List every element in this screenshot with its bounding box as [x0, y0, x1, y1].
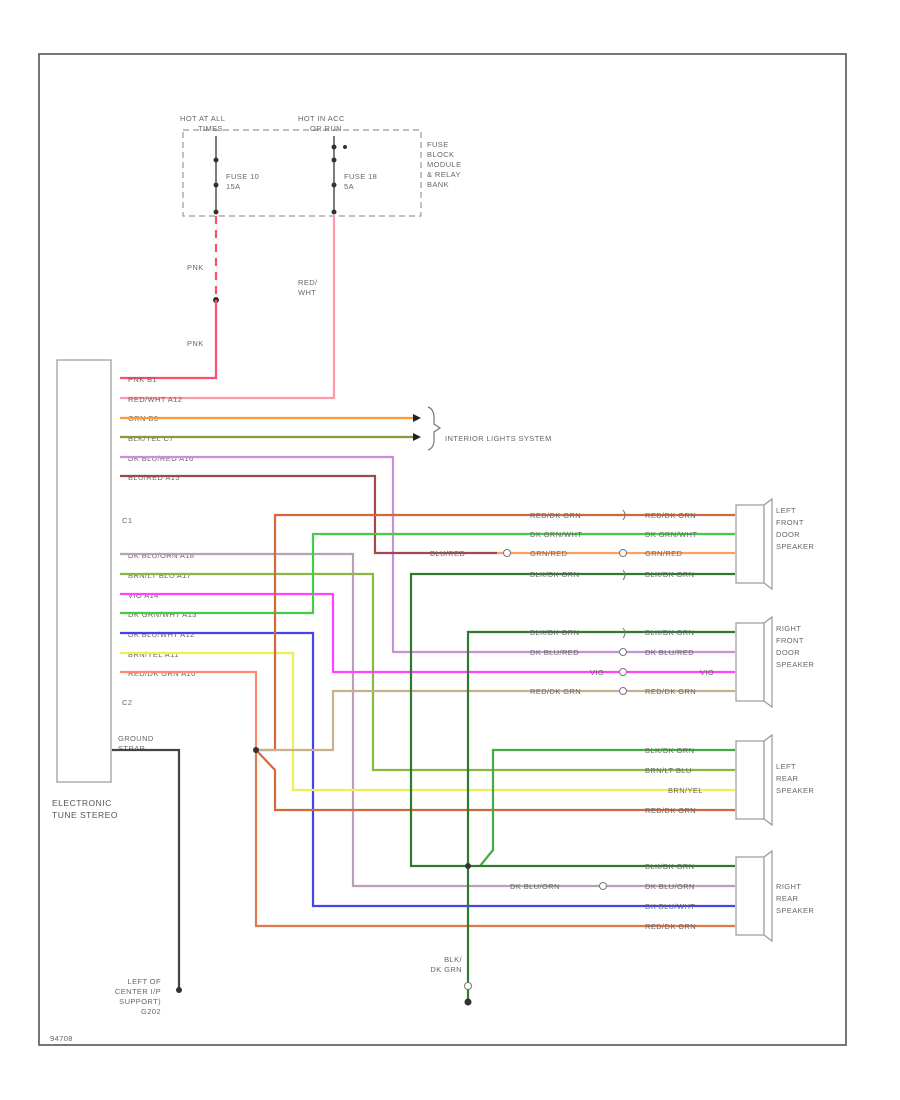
- electronic-tune-stereo: [56, 359, 112, 783]
- arrow-icon: [413, 414, 421, 422]
- pin-label: RED/WHT A12: [128, 395, 182, 404]
- ground-splice: [465, 863, 471, 869]
- ground-bottom-dot: [464, 998, 472, 1006]
- blk-dk-grn-left-front: [409, 572, 735, 868]
- wire-label: RED/DK GRN: [645, 922, 696, 931]
- pin-label: DK BLU/WHT A12: [128, 630, 195, 639]
- wire-label: BLK/DK GRN: [530, 570, 579, 579]
- wire-label: RED/DK GRN: [645, 806, 696, 815]
- wire-label: BLK/DK GRN: [645, 862, 694, 871]
- wire-label: BLK/DK GRN: [530, 628, 579, 637]
- pin-label: VIO A14: [128, 591, 159, 600]
- c1-label: C1: [122, 516, 132, 525]
- wire-label: BRN/YEL: [668, 786, 703, 795]
- red-dk-grn-right-front: [256, 689, 735, 752]
- wire-label: DK BLU/RED: [645, 648, 694, 657]
- pin-label: DK BLU/RED A16: [128, 454, 194, 463]
- pin-label: DK BLU/ORN A18: [128, 551, 194, 560]
- speaker-wire-labels: RED/DK GRN RED/DK GRN DK GRN/WHT DK GRN/…: [430, 511, 714, 931]
- pnk-lower-label: PNK: [187, 339, 204, 348]
- connector-marks: [464, 509, 627, 990]
- dk-blu-wht-wire: [120, 631, 735, 908]
- wire-label: DK BLU/ORN: [510, 882, 560, 891]
- pin-label: BLU/RED A15: [128, 473, 180, 482]
- wire-label: GRN/RED: [530, 549, 568, 558]
- red-wht-label: RED/WHT: [298, 278, 318, 297]
- wire-label: VIO: [590, 668, 604, 677]
- red-dk-grn-right-rear: [254, 750, 735, 928]
- bracket-icon: [427, 406, 442, 451]
- wire-label: DK GRN/WHT: [645, 530, 697, 539]
- vio-wire: [120, 592, 735, 674]
- blk-dk-grn-left-rear: [479, 748, 735, 867]
- blk-dk-grn-right-front: [466, 630, 735, 1000]
- c2-label: C2: [122, 698, 132, 707]
- pnk-upper-label: PNK: [187, 263, 204, 272]
- red-dk-grn-left-rear: [255, 749, 735, 812]
- fuse-block-box: [182, 129, 422, 217]
- brn-yel-wire: [120, 651, 735, 792]
- wire-label: BRN/LT BLU: [645, 766, 692, 775]
- pnk-wire: [120, 300, 218, 380]
- wire-label: BLU/RED: [430, 549, 465, 558]
- wire-label: BLK/DK GRN: [645, 570, 694, 579]
- wire-label: GRN/RED: [645, 549, 683, 558]
- pin-label: BRN/YEL A11: [128, 650, 179, 659]
- blk-dk-grn-ground-label: BLK/DK GRN: [430, 955, 462, 974]
- wire-label: BLK/DK GRN: [645, 628, 694, 637]
- dk-blu-orn-wire: [120, 552, 735, 888]
- pin-label: BRN/LT BLU A17: [128, 571, 191, 580]
- pin-label: BLK/YEL C7: [128, 434, 174, 443]
- pin-label: PNK B1: [128, 375, 157, 384]
- diagram-id: 94708: [50, 1034, 73, 1043]
- red-wht-wire: [120, 216, 336, 400]
- fuse-10: [213, 136, 219, 215]
- pin-label: DK GRN/WHT A13: [128, 610, 197, 619]
- red-dk-grn-wire: [120, 670, 258, 750]
- diagram-frame: [38, 53, 847, 1046]
- fuse-18: [331, 136, 347, 215]
- wire-label: RED/DK GRN: [645, 511, 696, 520]
- wire-label: VIO: [700, 668, 714, 677]
- wire-label: DK GRN/WHT: [530, 530, 582, 539]
- arrow-icon: [413, 433, 421, 441]
- wire-label: RED/DK GRN: [530, 511, 581, 520]
- wire-label: RED/DK GRN: [530, 687, 581, 696]
- ground-strap-wire: [112, 748, 181, 990]
- wire-label: DK BLU/WHT: [645, 902, 695, 911]
- dk-blu-red-wire: [120, 455, 735, 654]
- ground-g202-dot: [176, 987, 182, 993]
- wire-label: BLK/DK GRN: [645, 746, 694, 755]
- pin-label: RED/DK GRN A10: [128, 669, 196, 678]
- wire-label: RED/DK GRN: [645, 687, 696, 696]
- dk-grn-wht-wire: [120, 532, 735, 615]
- wire-label: DK BLU/RED: [530, 648, 579, 657]
- interior-lights-label: INTERIOR LIGHTS SYSTEM: [445, 434, 552, 443]
- wire-label: DK BLU/ORN: [645, 882, 695, 891]
- red-dk-grn-splice: [253, 747, 259, 753]
